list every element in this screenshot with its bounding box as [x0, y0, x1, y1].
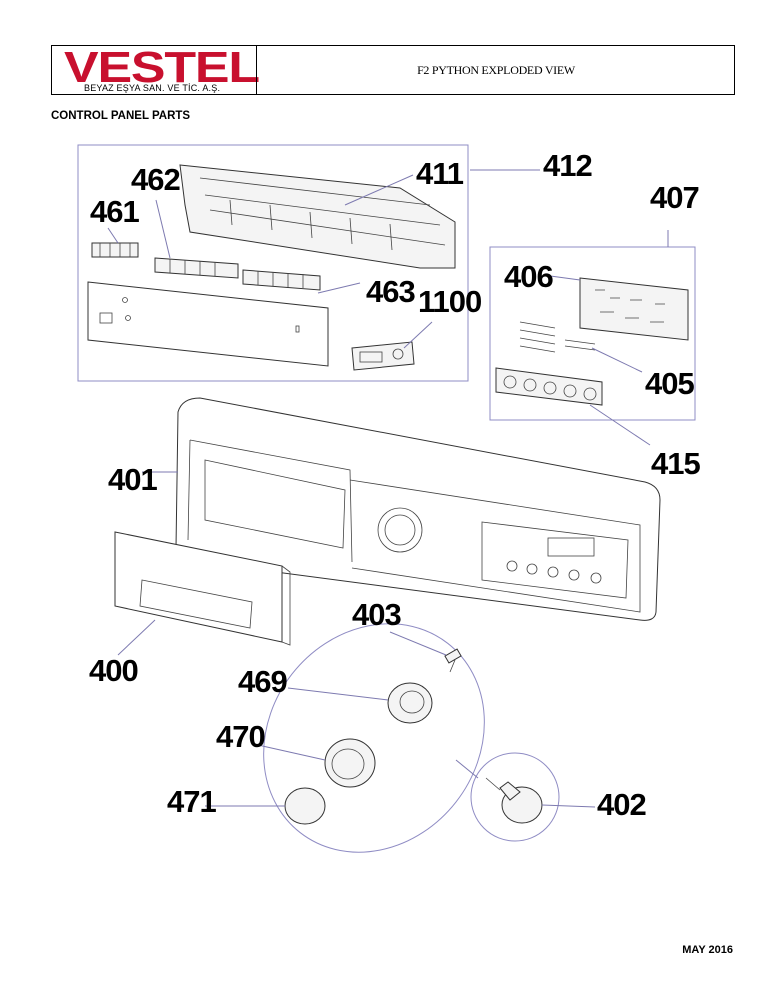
leader-402-group	[455, 759, 479, 779]
part-403	[444, 648, 462, 673]
label-402: 402	[597, 787, 646, 822]
part-405-light-pipes	[519, 321, 596, 353]
vestel-logo: VESTEL	[64, 43, 260, 92]
part-471	[284, 787, 326, 825]
part-463	[242, 269, 321, 291]
leader-470	[257, 744, 326, 761]
part-470	[324, 738, 376, 788]
leader-415	[589, 404, 651, 446]
label-471: 471	[167, 784, 216, 819]
knob-402-frame	[470, 752, 560, 842]
leader-405	[591, 347, 643, 373]
label-461: 461	[90, 194, 139, 229]
part-469	[387, 682, 433, 724]
label-411: 411	[416, 156, 464, 191]
header-box: VESTEL BEYAZ EŞYA SAN. VE TİC. A.Ş. F2 P…	[51, 43, 735, 95]
label-462: 462	[131, 162, 180, 197]
leader-400	[117, 619, 156, 656]
label-400: 400	[89, 653, 138, 688]
knob-group-frame	[263, 623, 485, 853]
label-403: 403	[352, 597, 401, 632]
part-1100	[351, 341, 415, 371]
group-frame-right	[489, 246, 696, 421]
part-406-pcb	[579, 277, 689, 341]
footer-date: MAY 2016	[682, 944, 733, 956]
label-463: 463	[366, 274, 415, 309]
label-405: 405	[645, 366, 694, 401]
company-name: BEYAZ EŞYA SAN. VE TİC. A.Ş.	[84, 83, 221, 93]
part-402-knob	[485, 777, 543, 824]
part-461	[91, 242, 139, 258]
section-title: CONTROL PANEL PARTS	[51, 110, 191, 122]
leader-403	[389, 631, 447, 656]
leader-1100	[403, 321, 433, 349]
leader-402	[541, 804, 596, 808]
label-401: 401	[108, 462, 157, 497]
leader-469	[287, 687, 389, 701]
leader-411	[344, 174, 414, 206]
label-1100: 1100	[418, 284, 481, 319]
label-406: 406	[504, 259, 553, 294]
label-415: 415	[651, 446, 700, 481]
group-frame-upper	[77, 144, 469, 382]
part-401-control-panel	[175, 397, 661, 621]
leader-461	[107, 227, 119, 244]
leader-406	[542, 274, 581, 281]
label-412: 412	[543, 148, 592, 183]
label-469: 469	[238, 664, 287, 699]
header-divider	[256, 46, 257, 94]
document-title: F2 PYTHON EXPLODED VIEW	[417, 62, 575, 77]
part-400-drawer-handle	[114, 531, 291, 646]
part-411-housing	[179, 164, 456, 269]
label-407: 407	[650, 180, 699, 215]
front-panel-foil	[87, 281, 329, 367]
part-462	[154, 257, 239, 279]
leader-462	[155, 199, 171, 259]
part-415-buttons	[495, 367, 603, 406]
label-470: 470	[216, 719, 265, 754]
leader-463	[317, 282, 361, 294]
